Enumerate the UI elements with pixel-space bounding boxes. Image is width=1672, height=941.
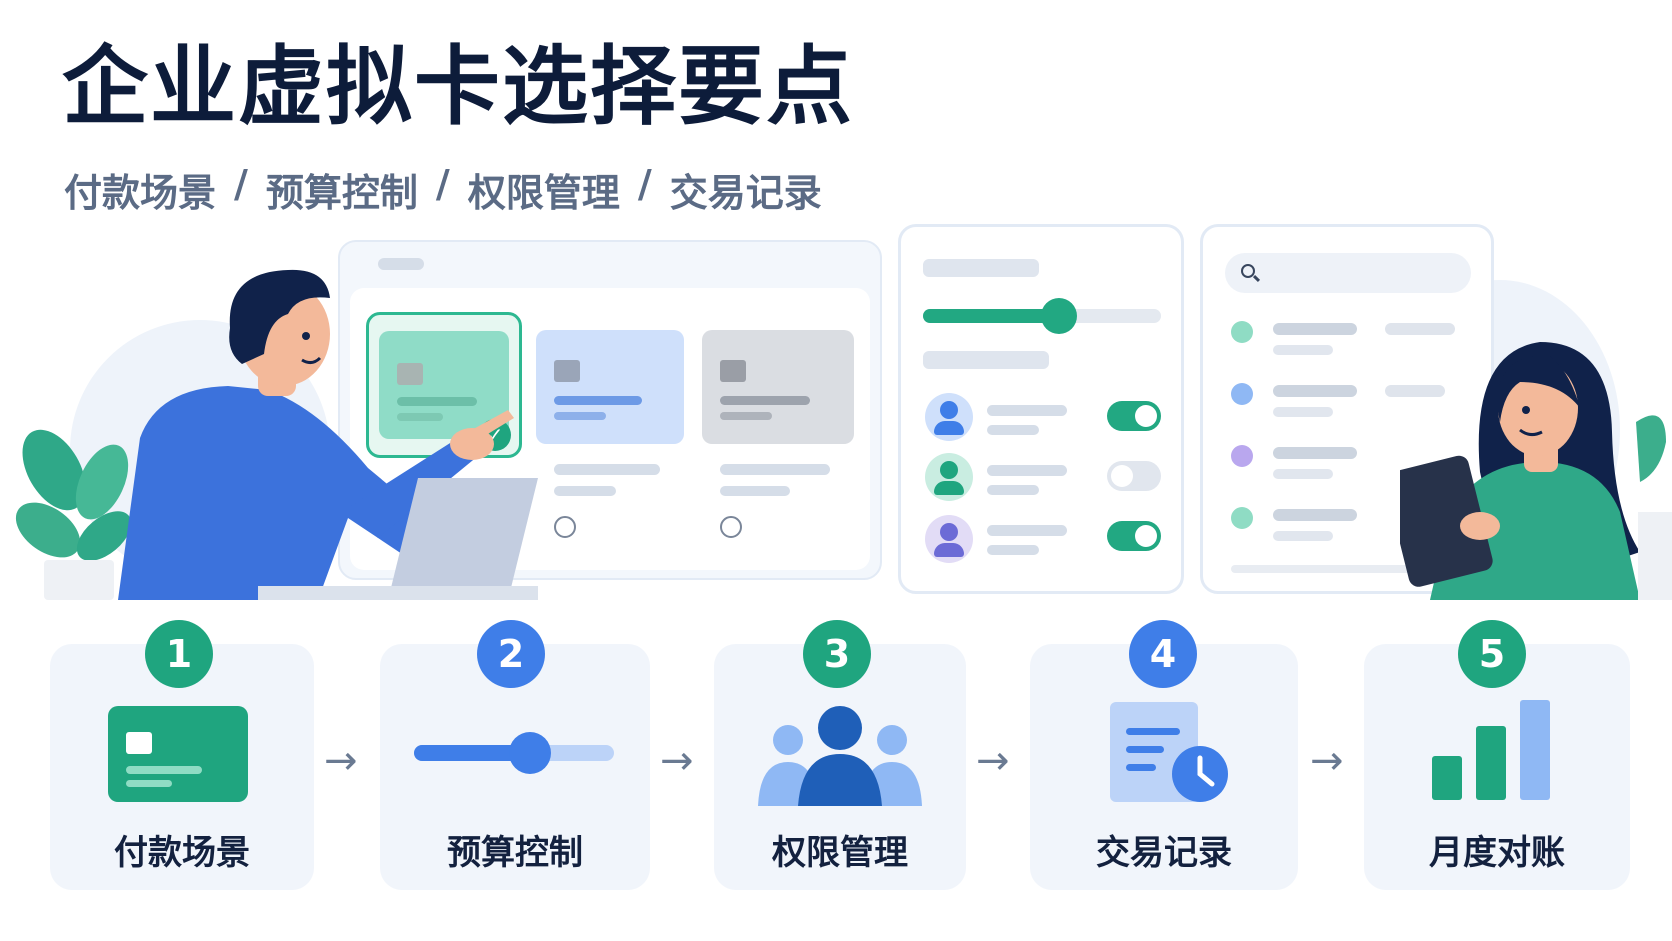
subtitle-separator: /	[637, 162, 652, 206]
permission-toggle-off[interactable]	[1107, 461, 1161, 491]
subtitle: 付款场景 / 预算控制 / 权限管理 / 交易记录	[64, 162, 822, 217]
arrow-right-icon: →	[976, 738, 1010, 784]
permission-toggle-on[interactable]	[1107, 521, 1161, 551]
user-avatar	[925, 515, 973, 563]
subtitle-item-payment: 付款场景	[64, 171, 217, 215]
subtitle-separator: /	[435, 162, 450, 206]
slider-icon	[414, 732, 614, 774]
plant-illustration-left	[15, 429, 132, 600]
radio-button[interactable]	[554, 516, 576, 538]
woman-tablet-illustration	[1400, 342, 1672, 600]
search-input[interactable]	[1225, 253, 1471, 293]
virtual-card-option-gray[interactable]	[702, 330, 854, 444]
user-avatar	[925, 393, 973, 441]
page-title: 企业虚拟卡选择要点	[62, 37, 854, 137]
step-number-2: 2	[477, 620, 545, 688]
card-chip-icon	[720, 360, 746, 382]
subtitle-item-permission: 权限管理	[467, 171, 620, 215]
card-chip-icon	[397, 363, 423, 385]
step-number-5: 5	[1458, 620, 1526, 688]
subtitle-separator: /	[234, 162, 248, 206]
subtitle-item-transaction: 交易记录	[669, 171, 822, 215]
status-dot	[1231, 445, 1253, 467]
step-label-budget-control: 预算控制	[447, 833, 583, 873]
card-chip-icon	[554, 360, 580, 382]
panel-header-bar	[378, 258, 424, 270]
subtitle-item-budget: 预算控制	[265, 171, 418, 215]
budget-permission-panel	[898, 224, 1184, 594]
step-number-1: 1	[145, 620, 213, 688]
virtual-card-option-blue[interactable]	[536, 330, 684, 444]
status-dot	[1231, 507, 1253, 529]
step-number-3: 3	[803, 620, 871, 688]
step-label-reconciliation: 月度对账	[1429, 833, 1565, 873]
radio-button[interactable]	[720, 516, 742, 538]
arrow-right-icon: →	[660, 738, 694, 784]
step-number-4: 4	[1129, 620, 1197, 688]
bar-chart-icon	[1432, 700, 1550, 800]
man-pointing-illustration	[118, 269, 538, 600]
virtual-card-selected[interactable]: ✓	[366, 312, 522, 458]
search-icon	[1241, 264, 1255, 278]
users-icon	[758, 706, 922, 806]
budget-slider-track[interactable]	[923, 298, 1161, 334]
budget-slider-handle[interactable]	[1041, 298, 1077, 334]
step-label-permission: 权限管理	[772, 833, 908, 873]
credit-card-icon	[108, 706, 248, 802]
status-dot	[1231, 383, 1253, 405]
arrow-right-icon: →	[324, 738, 358, 784]
document-clock-icon	[1110, 702, 1228, 802]
permission-toggle-on[interactable]	[1107, 401, 1161, 431]
step-label-payment-scene: 付款场景	[114, 833, 250, 873]
step-label-transaction: 交易记录	[1096, 833, 1232, 873]
user-avatar	[925, 453, 973, 501]
status-dot	[1231, 321, 1253, 343]
arrow-right-icon: →	[1310, 738, 1344, 784]
